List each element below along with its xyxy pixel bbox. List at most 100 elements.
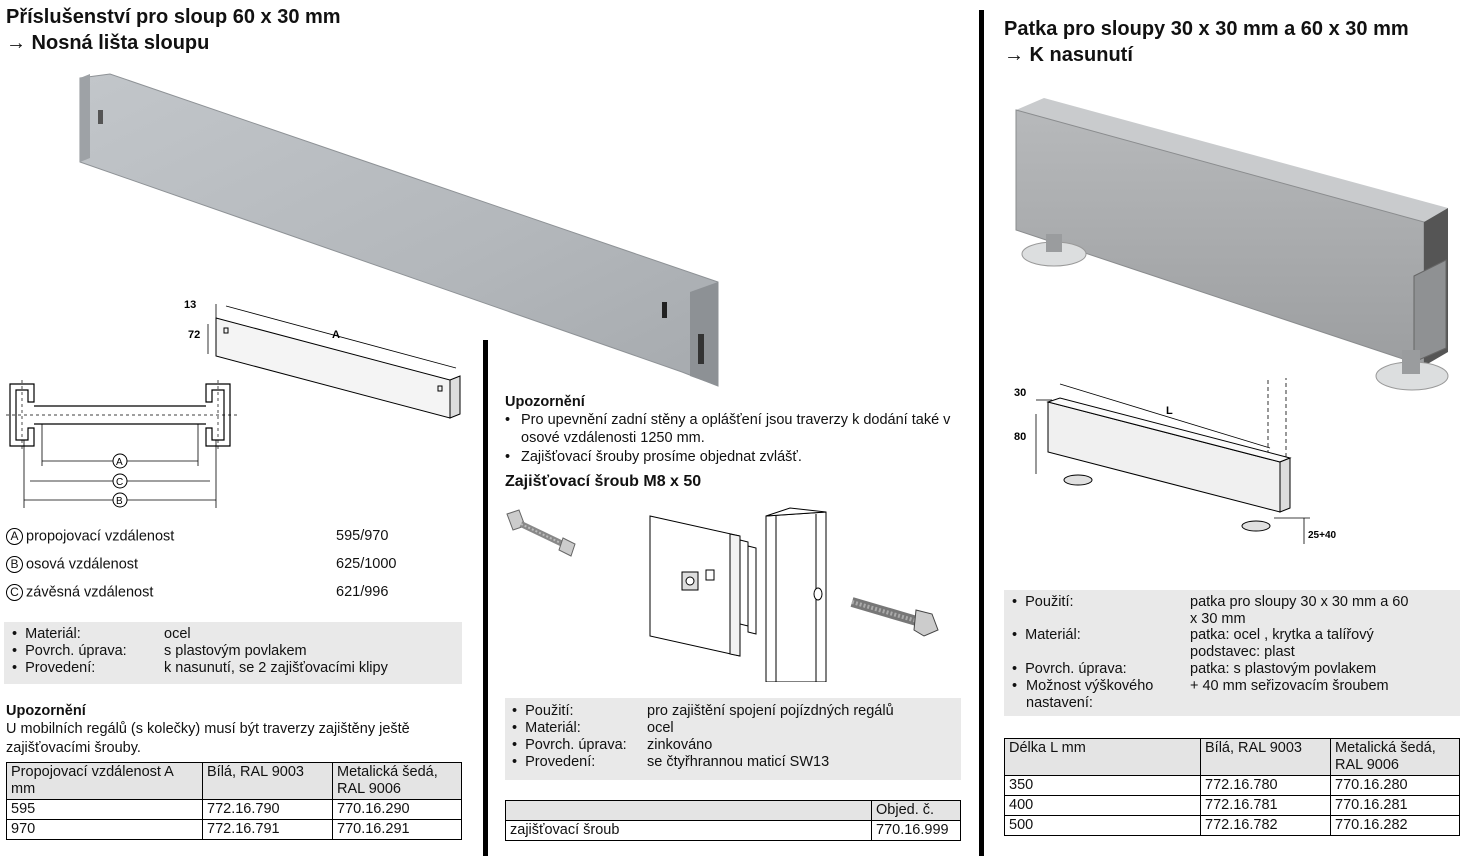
- table-cell: 772.16.780: [1200, 775, 1331, 796]
- table-cell: 770.16.291: [332, 819, 462, 840]
- screw-title: Zajišťovací šroub M8 x 50: [505, 473, 702, 490]
- distance-label-b: osová vzdálenost: [26, 556, 139, 573]
- left-spec-value-material: ocel: [164, 626, 191, 642]
- column-divider: [979, 10, 984, 856]
- middle-notice-title: Upozornění: [505, 394, 585, 410]
- right-spec-box: [1004, 590, 1460, 716]
- right-title: Patka pro sloupy 30 x 30 mm a 60 x 30 mm: [1004, 18, 1409, 40]
- right-spec-label-surface: Povrch. úprava:: [1025, 661, 1127, 677]
- middle-spec-label-surface: Povrch. úprava:: [525, 737, 627, 753]
- col-header: Délka L mm: [1004, 738, 1201, 776]
- table-row: 595 772.16.790 770.16.290: [6, 799, 462, 820]
- table-row: 970 772.16.791 770.16.291: [6, 819, 462, 840]
- left-spec-labels: • Materiál: • Povrch. úprava: • Proveden…: [12, 626, 127, 676]
- distance-label-a: propojovací vzdálenost: [26, 528, 175, 545]
- left-spec-values: ocel s plastovým povlakem k nasunutí, se…: [164, 626, 388, 677]
- right-spec-value-adjust: + 40 mm seřizovacím šroubem: [1190, 678, 1389, 694]
- dim-depth: 13: [184, 299, 196, 311]
- col-header: Metalická šedá, RAL 9006: [332, 762, 462, 800]
- right-spec-value-use: patka pro sloupy 30 x 30 mm a 60 x 30 mm: [1190, 594, 1409, 627]
- foot-photo: [1015, 98, 1449, 391]
- middle-spec-label-use: Použití:: [525, 703, 574, 719]
- middle-spec-value-design: se čtyřhrannou maticí SW13: [647, 754, 830, 770]
- left-spec-label-design: Provedení:: [25, 660, 96, 676]
- rail-dimension-drawing: 13 72 A: [184, 299, 461, 419]
- table-cell: 772.16.791: [202, 819, 333, 840]
- right-spec-labels: • Použití: • Materiál: • Povrch. úprava:…: [1012, 594, 1182, 712]
- table-cell: 400: [1004, 795, 1201, 816]
- table-header-row: Délka L mm Bílá, RAL 9003 Metalická šedá…: [1004, 738, 1460, 776]
- left-spec-label-surface: Povrch. úprava:: [25, 643, 127, 659]
- left-subtitle: → Nosná lišta sloupu: [6, 32, 210, 54]
- right-subtitle: → K nasunutí: [1004, 44, 1133, 66]
- right-spec-value-material: patka: ocel , krytka a talířový podstave…: [1190, 627, 1374, 660]
- right-table: Délka L mm Bílá, RAL 9003 Metalická šedá…: [1004, 738, 1460, 836]
- table-row: 350 772.16.780 770.16.280: [1004, 775, 1460, 796]
- col-header: Propojovací vzdálenost A mm: [6, 762, 203, 800]
- left-spec-box: [4, 622, 462, 684]
- middle-spec-value-surface: zinkováno: [647, 737, 713, 753]
- distance-value-c: 621/996: [336, 584, 389, 600]
- plan-drawing: A C B: [6, 380, 238, 508]
- middle-spec-label-design: Provedení:: [525, 754, 596, 770]
- col-header: Objed. č.: [871, 800, 961, 821]
- foot-dim-length: L: [1166, 405, 1173, 417]
- middle-table: Objed. č. zajišťovací šroub 770.16.999: [505, 800, 961, 841]
- left-table: Propojovací vzdálenost A mm Bílá, RAL 90…: [6, 762, 462, 840]
- table-cell: 500: [1004, 815, 1201, 836]
- right-spec-label-adjust: Možnost výškového nastavení:: [1026, 678, 1154, 711]
- table-cell: 772.16.782: [1200, 815, 1331, 836]
- table-cell: 770.16.290: [332, 799, 462, 820]
- dim-length: A: [332, 329, 340, 341]
- middle-spec-box: [505, 698, 961, 780]
- middle-notice-item: Zajišťovací šrouby prosíme objednat zvlá…: [521, 449, 802, 465]
- left-notice-title: Upozornění: [6, 703, 86, 719]
- col-header: [505, 800, 872, 821]
- col-header: Bílá, RAL 9003: [202, 762, 333, 800]
- table-row: 400 772.16.781 770.16.281: [1004, 795, 1460, 816]
- column-divider: [483, 340, 488, 856]
- plan-label-b: B: [116, 496, 123, 507]
- middle-spec-value-material: ocel: [647, 720, 674, 736]
- dim-height: 72: [188, 329, 200, 341]
- col-header: Bílá, RAL 9003: [1200, 738, 1331, 776]
- foot-dimension-drawing: 30 80 L 25+40: [1014, 378, 1337, 544]
- distance-key-c: C: [6, 584, 23, 601]
- distance-label-c: závěsná vzdálenost: [26, 584, 154, 601]
- right-spec-label-use: Použití:: [1025, 594, 1074, 610]
- foot-dim-height: 80: [1014, 431, 1026, 443]
- foot-dim-depth: 30: [1014, 387, 1026, 399]
- table-row: 500 772.16.782 770.16.282: [1004, 815, 1460, 836]
- left-spec-label-material: Materiál:: [25, 626, 81, 642]
- table-cell: zajišťovací šroub: [505, 820, 872, 841]
- table-cell: 772.16.781: [1200, 795, 1331, 816]
- right-spec-label-material: Materiál:: [1025, 627, 1081, 643]
- left-spec-value-design: k nasunutí, se 2 zajišťovacími klipy: [164, 660, 388, 676]
- table-cell: 770.16.281: [1330, 795, 1460, 816]
- right-spec-values: patka pro sloupy 30 x 30 mm a 60 x 30 mm…: [1190, 594, 1410, 695]
- table-header-row: Objed. č.: [505, 800, 961, 821]
- left-title: Příslušenství pro sloup 60 x 30 mm: [6, 6, 341, 28]
- table-cell: 770.16.999: [871, 820, 961, 841]
- table-cell: 970: [6, 819, 203, 840]
- middle-spec-values: pro zajištění spojení pojízdných regálů …: [647, 703, 894, 771]
- col-header: Metalická šedá, RAL 9006: [1330, 738, 1460, 776]
- middle-notice-item: Pro upevnění zadní stěny a oplášťení jso…: [521, 412, 951, 446]
- left-notice-text: U mobilních regálů (s kolečky) musí být …: [6, 721, 410, 756]
- table-header-row: Propojovací vzdálenost A mm Bílá, RAL 90…: [6, 762, 462, 800]
- distance-value-b: 625/1000: [336, 556, 397, 572]
- foot-dim-adjust: 25+40: [1308, 530, 1337, 541]
- middle-spec-labels: • Použití: • Materiál: • Povrch. úprava:…: [512, 703, 627, 770]
- distance-value-a: 595/970: [336, 528, 389, 544]
- table-cell: 770.16.282: [1330, 815, 1460, 836]
- table-row: zajišťovací šroub 770.16.999: [505, 820, 961, 841]
- middle-notice-list: •Pro upevnění zadní stěny a oplášťení js…: [505, 412, 965, 467]
- middle-spec-value-use: pro zajištění spojení pojízdných regálů: [647, 703, 894, 719]
- distance-key-b: B: [6, 556, 23, 573]
- table-cell: 350: [1004, 775, 1201, 796]
- table-cell: 595: [6, 799, 203, 820]
- screw-icon: [506, 509, 576, 557]
